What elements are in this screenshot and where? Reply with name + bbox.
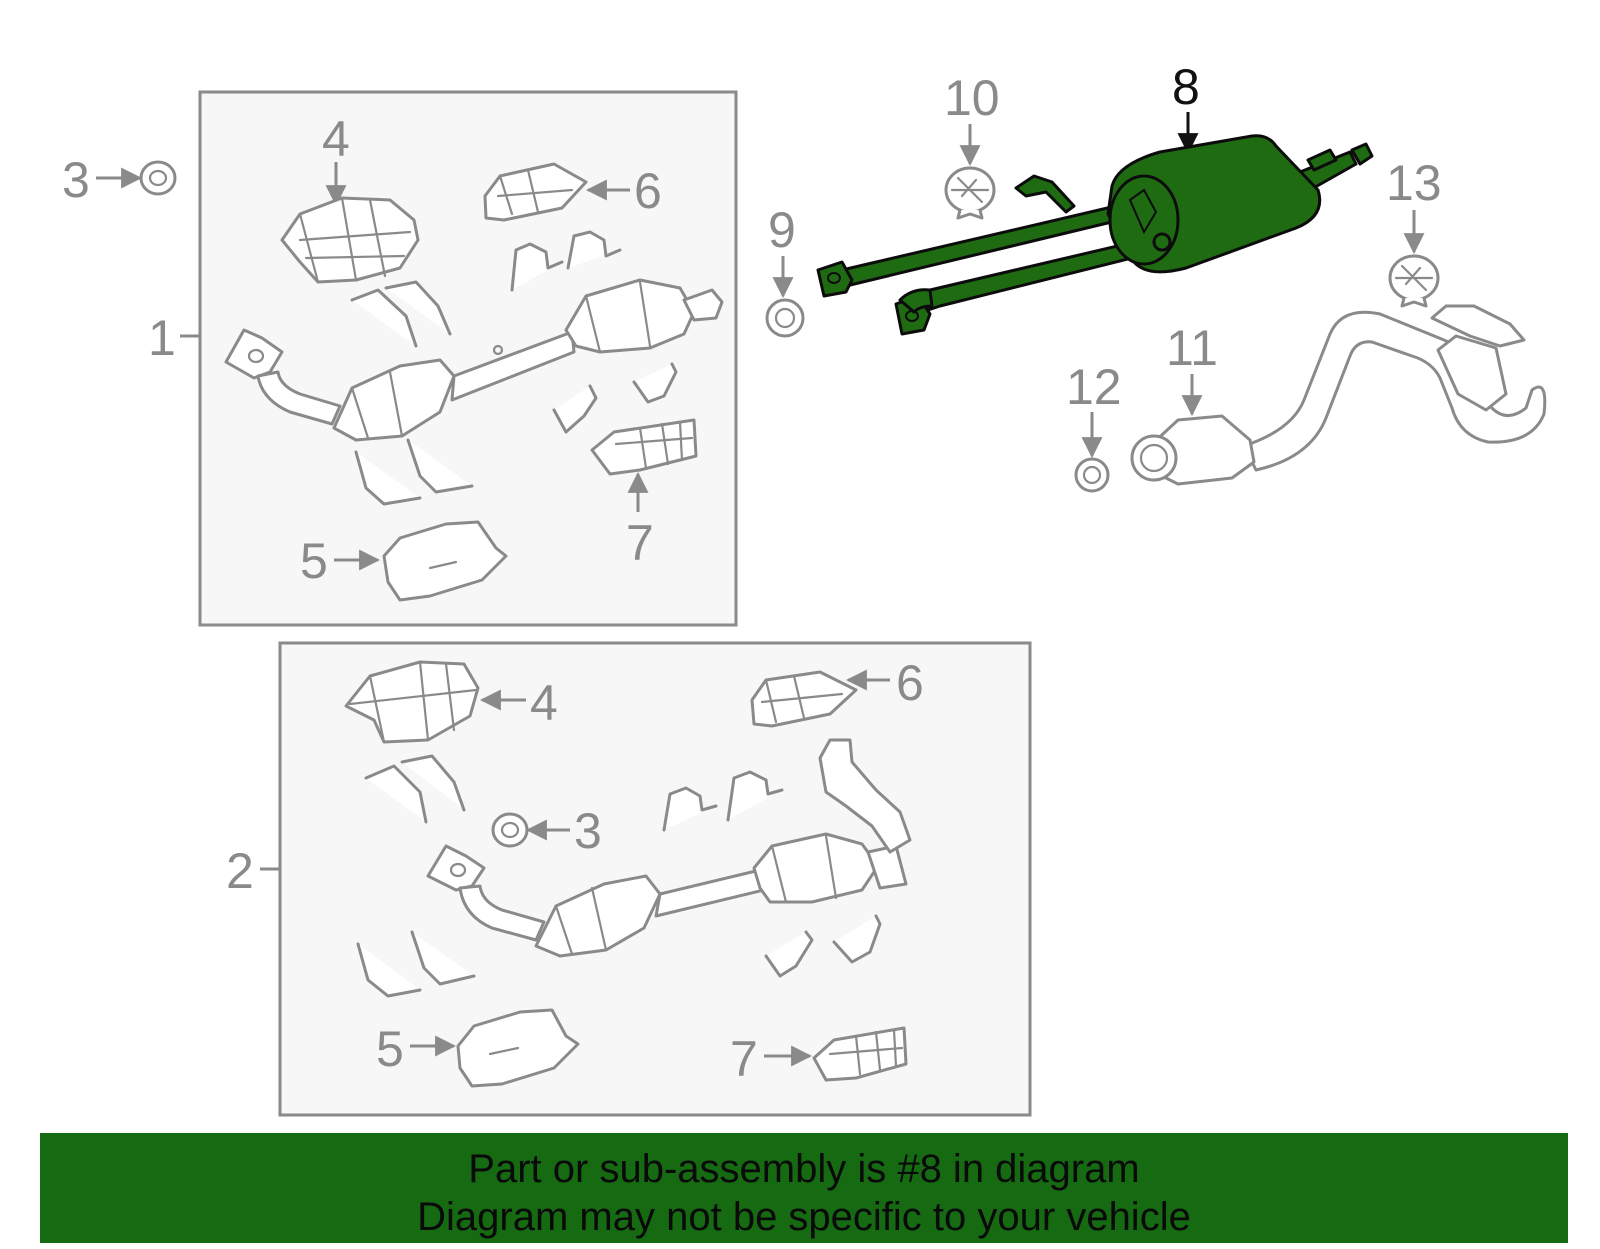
callout-6-lower: 6 xyxy=(896,655,924,711)
catalytic-pipe-assembly-box1 xyxy=(224,278,724,442)
gasket-ring-3-lower xyxy=(491,812,529,848)
rubber-hanger-10 xyxy=(944,166,996,220)
callout-2: 2 xyxy=(226,843,254,899)
heat-shield-5-top xyxy=(382,520,508,602)
brackets-upper-box1 xyxy=(350,230,622,348)
banner-line-1: Part or sub-assembly is #8 in diagram xyxy=(468,1147,1140,1191)
heat-shield-4-lower xyxy=(344,660,480,744)
banner-line-2: Diagram may not be specific to your vehi… xyxy=(417,1195,1191,1239)
callout-5-top: 5 xyxy=(300,533,328,589)
gasket-9 xyxy=(765,298,805,338)
info-banner: Part or sub-assembly is #8 in diagram Di… xyxy=(40,1133,1568,1243)
rubber-hanger-13 xyxy=(1388,254,1440,308)
callout-7-top: 7 xyxy=(626,515,654,571)
callout-3-top: 3 xyxy=(62,152,90,208)
callout-10: 10 xyxy=(944,70,1000,126)
catalytic-pipe-assembly-box2 xyxy=(426,738,912,958)
callout-13: 13 xyxy=(1386,155,1442,211)
brackets-box2 xyxy=(356,754,882,998)
callout-1: 1 xyxy=(148,310,176,366)
callout-11: 11 xyxy=(1166,320,1218,376)
callout-5-lower: 5 xyxy=(376,1021,404,1077)
heat-shield-5-lower xyxy=(456,1008,580,1088)
heat-shield-6-top xyxy=(483,162,588,222)
callout-4-lower: 4 xyxy=(530,675,558,731)
heat-shield-6-lower xyxy=(750,670,858,728)
gasket-12 xyxy=(1074,457,1110,493)
brackets-lower-right-box1 xyxy=(552,362,678,434)
callout-8: 8 xyxy=(1172,59,1200,115)
clamps-lower-box1 xyxy=(354,438,474,506)
exhaust-pipe-11 xyxy=(1130,304,1547,486)
heat-shield-7-lower xyxy=(812,1026,908,1082)
callout-12: 12 xyxy=(1066,359,1122,415)
callout-9: 9 xyxy=(768,202,796,258)
heat-shield-4-top xyxy=(280,196,420,284)
muffler-assembly-8 xyxy=(816,134,1374,336)
heat-shield-7-top xyxy=(590,418,698,476)
callout-7-lower: 7 xyxy=(730,1031,758,1087)
callout-3-lower: 3 xyxy=(574,803,602,859)
callout-6-top: 6 xyxy=(634,163,662,219)
callout-4-top: 4 xyxy=(322,111,350,167)
gasket-ring-3-top xyxy=(139,160,177,196)
